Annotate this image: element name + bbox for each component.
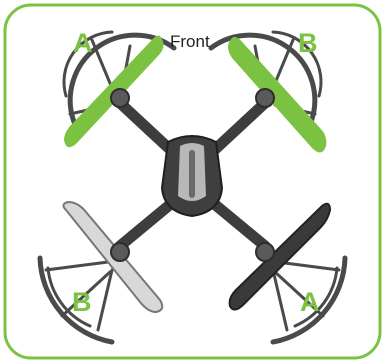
- rotor-front-left: A: [62, 28, 177, 148]
- frame-border: [3, 3, 382, 360]
- rotor-rear-right: A: [228, 202, 348, 345]
- propeller-blade-front-right: [228, 36, 327, 153]
- motor-hub-rear-right: [255, 242, 275, 262]
- body-center-strip: [189, 150, 195, 198]
- rotor-rear-left: B: [37, 200, 164, 345]
- rotor-label-front-right: B: [298, 28, 318, 58]
- motor-hub-rear-left: [110, 242, 130, 262]
- rotor-label-rear-left: B: [72, 287, 92, 317]
- motor-hub-front-right: [255, 88, 275, 108]
- drone-body: [160, 135, 224, 218]
- propeller-guard-rear-right: [270, 255, 348, 345]
- front-label: Front: [170, 32, 210, 51]
- propeller-guard-rear-left: [37, 255, 115, 345]
- rotor-front-right: B: [208, 28, 327, 153]
- motor-hub-front-left: [110, 88, 130, 108]
- rotor-label-front-left: A: [73, 28, 93, 58]
- propeller-blade-rear-right: [228, 202, 332, 311]
- rotor-label-rear-right: A: [300, 287, 320, 317]
